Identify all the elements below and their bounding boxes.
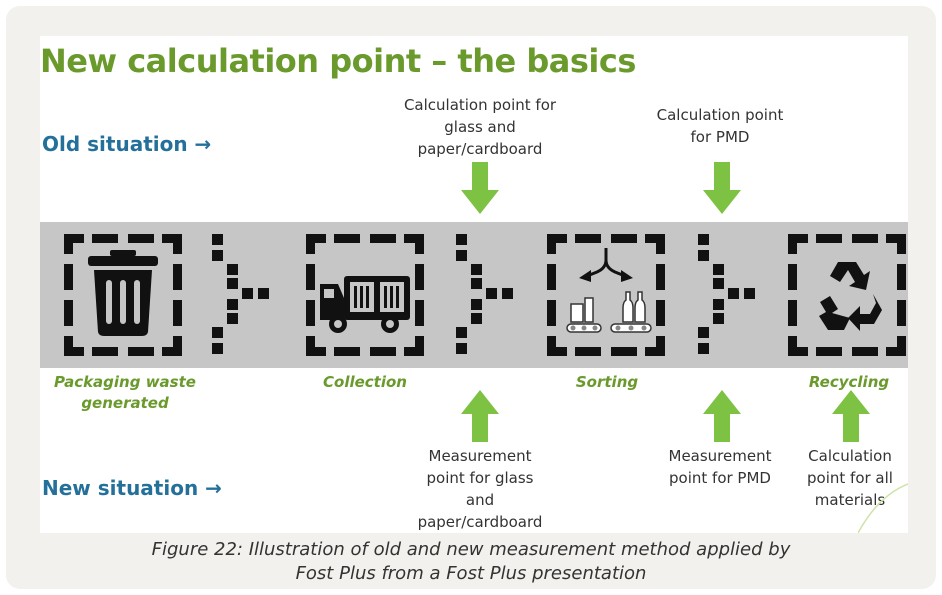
process-band — [40, 222, 908, 368]
figure-caption: Figure 22: Illustration of old and new m… — [151, 539, 791, 584]
slide-title: New calculation point – the basics — [40, 42, 636, 80]
decorative-arc — [858, 483, 908, 533]
pixel-chevron-icon — [698, 234, 755, 354]
down-arrow-icon — [703, 162, 741, 214]
up-arrow-icon — [832, 390, 870, 442]
stage-label-packaging: Packaging waste generated — [54, 373, 196, 412]
figure-card: New calculation point – the basics Old s… — [6, 6, 936, 589]
trash-bin-icon — [64, 234, 182, 356]
pixel-chevron-icon — [212, 234, 269, 354]
recycle-icon — [788, 234, 906, 356]
sorting-conveyor-icon — [547, 234, 665, 356]
new-measure-point-glass-paper: Measurement point for glass and paper/ca… — [417, 447, 543, 531]
pixel-chevron-icon — [456, 234, 513, 354]
collection-truck-icon — [306, 234, 424, 356]
stage-label-collection: Collection — [323, 373, 407, 391]
old-situation-label: Old situation → — [42, 132, 212, 156]
old-calc-point-pmd: Calculation point for PMD — [656, 106, 784, 146]
new-measure-point-pmd: Measurement point for PMD — [668, 447, 772, 487]
presentation-slide: New calculation point – the basics Old s… — [40, 36, 908, 533]
up-arrow-icon — [703, 390, 741, 442]
up-arrow-icon — [461, 390, 499, 442]
new-situation-label: New situation → — [42, 476, 222, 500]
old-calc-point-glass-paper: Calculation point for glass and paper/ca… — [403, 96, 557, 158]
new-calc-point-all: Calculation point for all materials — [807, 447, 893, 509]
down-arrow-icon — [461, 162, 499, 214]
stage-label-recycling: Recycling — [808, 373, 890, 391]
stage-label-sorting: Sorting — [575, 373, 639, 391]
